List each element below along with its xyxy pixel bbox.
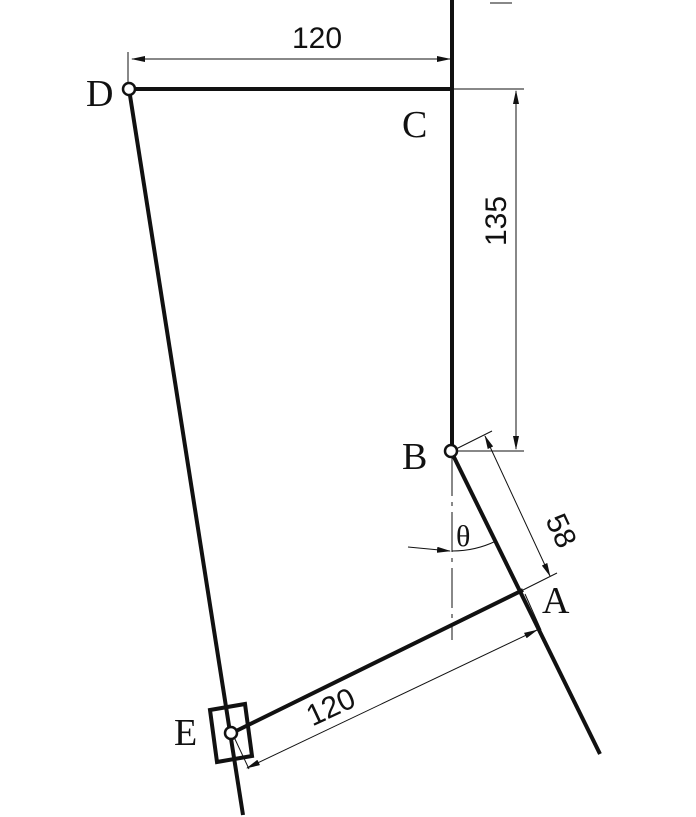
label-theta: θ <box>456 520 470 553</box>
pin-joint-d <box>121 81 137 97</box>
link-ba <box>449 450 602 755</box>
link-d-long <box>127 88 245 816</box>
theta-arrow <box>407 546 451 553</box>
label-e: E <box>174 712 197 754</box>
pin-joint-e <box>223 725 239 741</box>
link-ae <box>231 588 524 735</box>
dim-ba-ext-b <box>455 430 493 450</box>
dim-dc-text: 120 <box>292 22 342 55</box>
label-a: A <box>542 580 570 622</box>
dim-ae-line <box>246 629 538 769</box>
dim-ba-text: 58 <box>539 509 583 553</box>
dim-ba-ext-a <box>522 572 558 591</box>
label-d: D <box>86 73 113 115</box>
pin-joint-b <box>443 443 459 459</box>
dim-ae-text: 120 <box>301 682 360 733</box>
dim-ba-line <box>484 435 551 577</box>
theta-arc <box>451 540 497 552</box>
label-c: C <box>402 104 427 146</box>
dim-bc-text: 135 <box>480 196 513 246</box>
dim-ae-ext-a <box>524 593 542 631</box>
label-b: B <box>402 436 427 478</box>
